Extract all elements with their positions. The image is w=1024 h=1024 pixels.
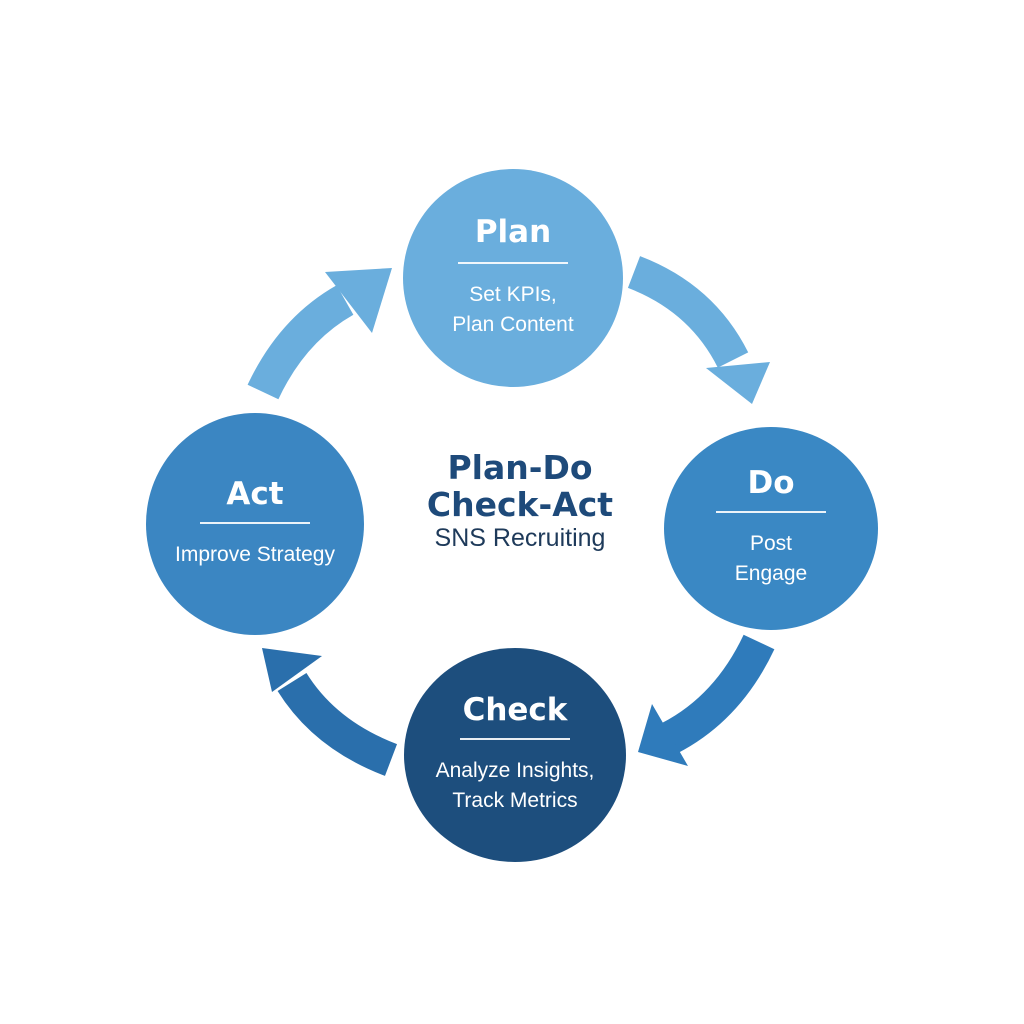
arrow-do-to-check [638, 634, 775, 766]
do-node: Do Post Engage [664, 427, 878, 630]
do-line-2: Engage [734, 562, 808, 585]
center-label: Plan-Do Check-Act SNS Recruiting [405, 448, 635, 553]
do-line-1: Post [749, 532, 793, 556]
plan-description: Set KPIs, Plan Content [452, 280, 573, 340]
check-description: Analyze Insights, Track Metrics [436, 756, 595, 816]
act-title: Act [199, 478, 311, 524]
check-node: Check Analyze Insights, Track Metrics [404, 648, 626, 862]
do-title: Do [715, 468, 827, 514]
check-line-1: Analyze Insights, [435, 758, 595, 782]
act-node: Act Improve Strategy [146, 413, 364, 635]
diagram-title-line-2: Check-Act [426, 484, 614, 524]
plan-title: Plan [457, 216, 569, 264]
plan-line-1: Set KPIs, [469, 282, 557, 306]
diagram-subtitle: SNS Recruiting [434, 523, 606, 552]
diagram-title: Plan-Do Check-Act [405, 448, 635, 524]
arrow-check-to-act [262, 648, 398, 776]
do-description: Post Engage [735, 529, 807, 589]
check-line-2: Track Metrics [452, 788, 578, 812]
arrow-plan-to-do [627, 256, 770, 404]
arrow-act-to-plan [247, 268, 392, 400]
diagram-title-line-1: Plan-Do [447, 448, 593, 487]
plan-line-2: Plan Content [452, 312, 574, 336]
check-title: Check [460, 694, 570, 740]
act-description: Improve Strategy [175, 540, 335, 570]
act-line-1: Improve Strategy [175, 542, 335, 566]
plan-node: Plan Set KPIs, Plan Content [403, 169, 623, 387]
